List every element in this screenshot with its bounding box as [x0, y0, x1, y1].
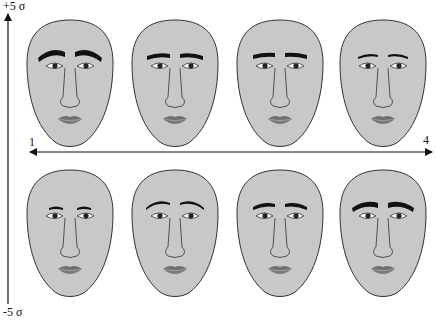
- axis-start-label: 1: [29, 136, 35, 148]
- axis-end-label: 4: [423, 134, 429, 146]
- axis-min-label: -5 σ: [3, 306, 22, 318]
- axis-max-label: +5 σ: [3, 0, 25, 12]
